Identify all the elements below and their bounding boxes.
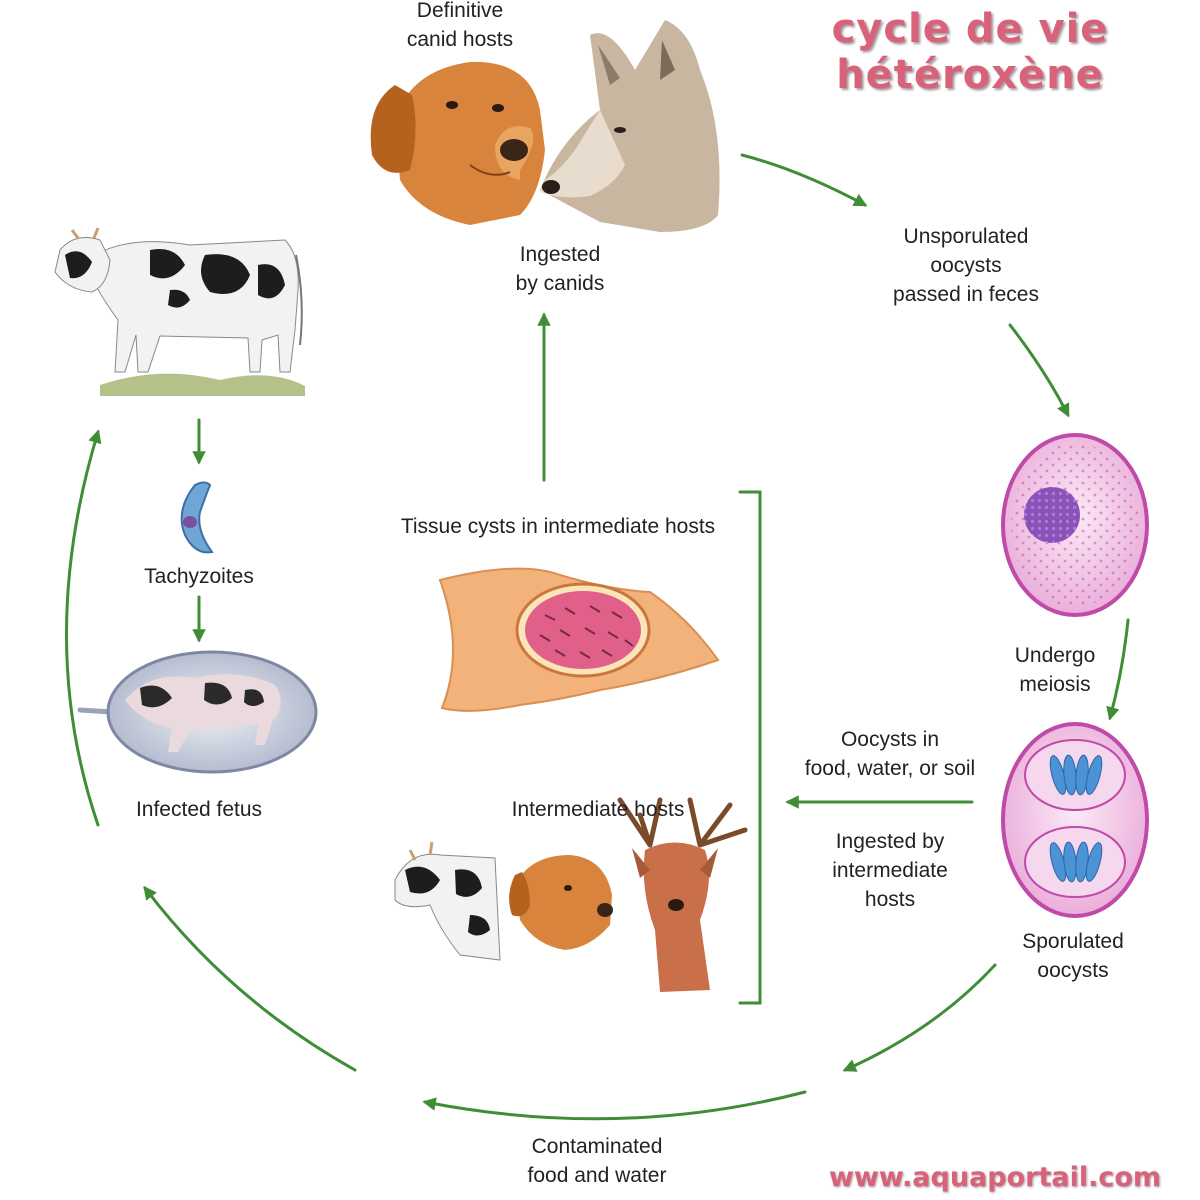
sporulated-label: Sporulated oocysts (1022, 930, 1124, 982)
arrow-canids-to-feces (740, 153, 868, 207)
unsporulated-label: Unsporulated oocysts passed in feces (893, 225, 1039, 306)
title-line-1: cycle de vie (831, 6, 1109, 52)
definitive-hosts-label: Definitive canid hosts (406, 0, 514, 51)
undergo-meiosis-label: Undergo meiosis (1014, 644, 1096, 696)
cow-icon (54, 227, 305, 396)
oocysts-in-food-label: Oocysts in food, water, or soil (804, 728, 976, 780)
deer-icon (617, 797, 748, 992)
coyote-icon (540, 20, 720, 232)
website-watermark: www.aquaportail.com (828, 1162, 1162, 1193)
arrow-feces-to-oocyst (1008, 323, 1070, 418)
title-line-2: hétéroxène (836, 52, 1104, 98)
sporulated-oocyst-icon (1001, 722, 1149, 918)
tachyzoites-label: Tachyzoites (144, 565, 254, 588)
tissue-cyst-icon (438, 567, 720, 712)
arrow-contaminated-food (422, 1090, 807, 1121)
intermediate-dog-icon (509, 855, 613, 950)
infected-fetus-icon (77, 650, 318, 774)
infected-fetus-label: Infected fetus (135, 798, 263, 821)
intermediate-cow-icon (394, 841, 501, 961)
unsporulated-oocyst-icon (1001, 433, 1149, 617)
intermediate-bracket (738, 490, 762, 1005)
dog-icon (370, 61, 545, 225)
arrow-to-fetus-side (143, 885, 357, 1072)
tachyzoite-icon (180, 481, 214, 554)
tissue-cysts-label: Tissue cysts in intermediate hosts (400, 515, 716, 538)
arrow-left-up-to-cow (65, 429, 102, 827)
intermediate-hosts-label: Intermediate hosts (511, 798, 685, 821)
ingested-by-intermediate-label: Ingested by intermediate hosts (832, 830, 948, 911)
ingested-by-canids-label: Ingested by canids (515, 243, 605, 295)
contaminated-food-label: Contaminated food and water (527, 1135, 667, 1187)
arrow-sporulated-to-bottom (842, 963, 997, 1072)
arrow-meiosis (1106, 618, 1130, 721)
